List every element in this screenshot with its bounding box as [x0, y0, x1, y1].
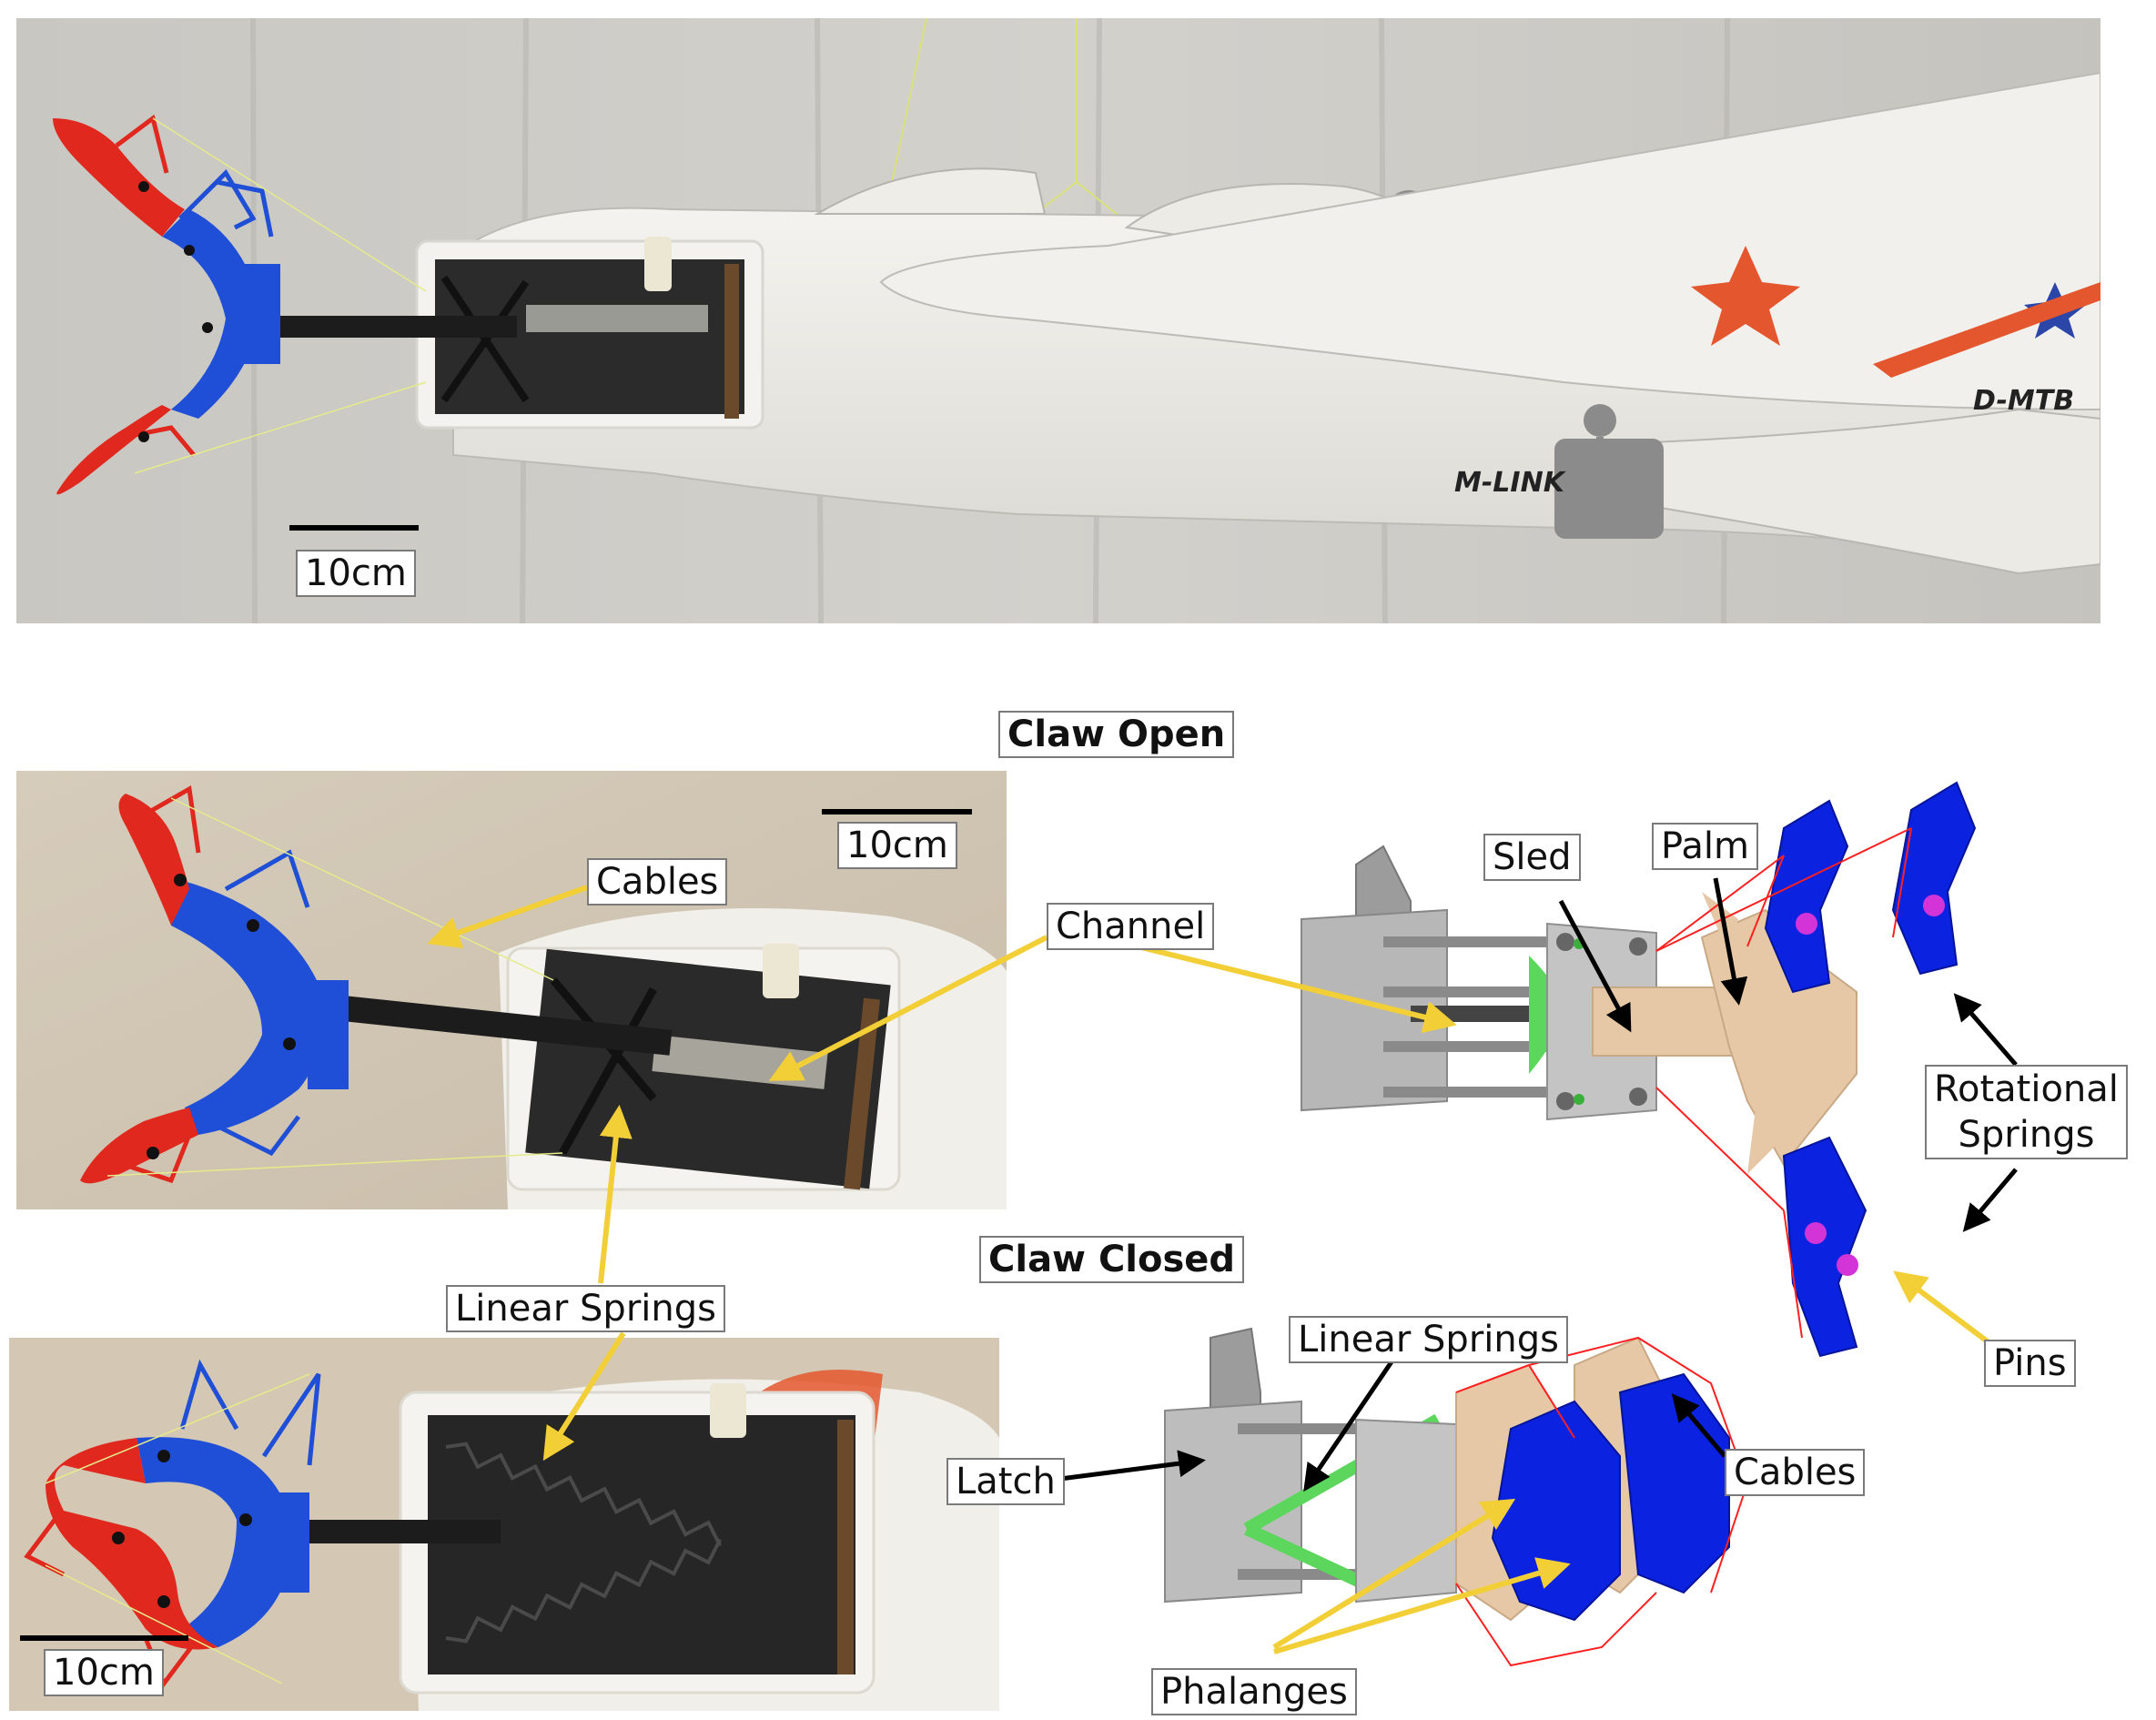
claw-top-photo	[53, 114, 280, 495]
label-channel: Channel	[1047, 903, 1215, 950]
fuselage-marking: M-LINK	[1454, 467, 1567, 499]
scale-label-open: 10cm	[837, 822, 957, 869]
claw-closed-photo	[9, 1338, 999, 1711]
aircraft-photo: M-LINK D-MTB	[16, 18, 2100, 623]
scale-label-top: 10cm	[296, 550, 416, 597]
label-rotational-springs-line1: Rotational	[1934, 1068, 2119, 1110]
claw-open-photo-claw	[80, 785, 349, 1184]
label-phalanges: Phalanges	[1151, 1668, 1357, 1715]
claw-closed-photo-claw	[24, 1359, 321, 1689]
label-palm: Palm	[1652, 823, 1758, 870]
claw-closed-heading: Claw Closed	[979, 1236, 1245, 1283]
label-cables-cad: Cables	[1725, 1449, 1866, 1496]
label-linear-springs-photo: Linear Springs	[446, 1285, 725, 1332]
label-latch: Latch	[946, 1458, 1065, 1505]
tail-marking: D-MTB	[1973, 385, 2074, 417]
scale-label-closed: 10cm	[44, 1649, 164, 1696]
label-linear-springs-cad: Linear Springs	[1289, 1316, 1568, 1363]
claw-open-heading: Claw Open	[998, 711, 1235, 758]
label-pins: Pins	[1984, 1340, 2076, 1387]
label-sled: Sled	[1483, 834, 1581, 881]
cad-closed-render	[1147, 1320, 1784, 1720]
label-rotational-springs: Rotational Springs	[1925, 1065, 2128, 1159]
label-cables-photo: Cables	[587, 858, 728, 906]
label-rotational-springs-line2: Springs	[1958, 1114, 2095, 1156]
